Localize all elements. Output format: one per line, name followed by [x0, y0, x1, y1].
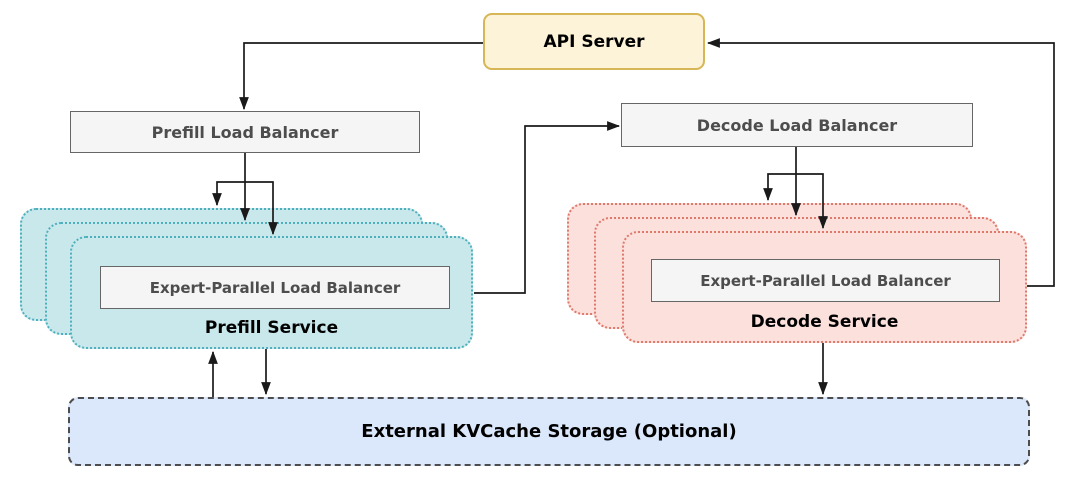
kvcache-label: External KVCache Storage (Optional)	[361, 421, 737, 442]
decode-service-label: Decode Service	[750, 312, 899, 332]
decode-load-balancer-label: Decode Load Balancer	[696, 115, 898, 135]
decode-load-balancer-node: Decode Load Balancer	[621, 103, 973, 147]
prefill-service-node: Expert-Parallel Load Balancer Prefill Se…	[70, 236, 473, 349]
prefill-service-label: Prefill Service	[204, 318, 339, 338]
arrow-prefill-lb-to-back-replica	[212, 181, 245, 207]
decode-expert-parallel-load-balancer-node: Expert-Parallel Load Balancer	[651, 259, 1000, 302]
api-server-label: API Server	[543, 31, 645, 52]
arrow-decode-lb-to-back-replica	[763, 173, 796, 202]
prefill-load-balancer-label: Prefill Load Balancer	[151, 122, 339, 142]
decode-eplb-label: Expert-Parallel Load Balancer	[700, 271, 951, 290]
arrow-api-to-prefill-lb	[239, 42, 483, 111]
prefill-eplb-label: Expert-Parallel Load Balancer	[149, 278, 401, 297]
prefill-expert-parallel-load-balancer-node: Expert-Parallel Load Balancer	[100, 266, 450, 309]
decode-service-node: Expert-Parallel Load Balancer Decode Ser…	[622, 231, 1027, 343]
external-kvcache-storage-node: External KVCache Storage (Optional)	[68, 397, 1030, 466]
api-server-node: API Server	[483, 13, 705, 70]
prefill-load-balancer-node: Prefill Load Balancer	[70, 111, 420, 153]
